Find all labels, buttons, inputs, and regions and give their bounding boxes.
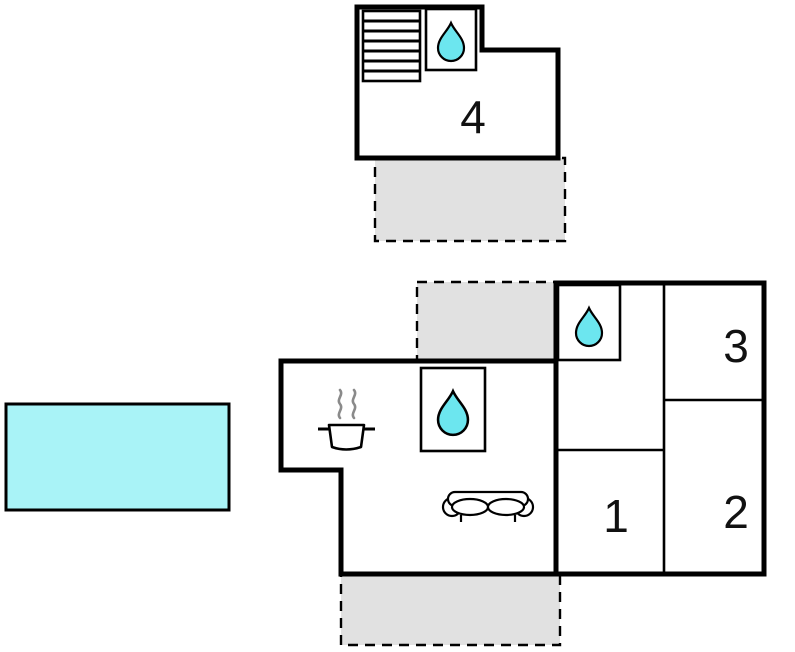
room-4-label: 4 bbox=[460, 91, 486, 143]
swimming-pool bbox=[4, 402, 231, 512]
terrace-middle bbox=[415, 280, 559, 364]
terrace-bottom bbox=[339, 571, 562, 647]
room-2-label: 2 bbox=[723, 486, 749, 538]
terrace-top bbox=[373, 156, 567, 243]
building-left-wing-outline bbox=[278, 358, 559, 577]
bathroom-right-wing bbox=[556, 283, 622, 362]
room-3-label: 3 bbox=[723, 320, 749, 372]
bathroom-top bbox=[424, 7, 478, 72]
bathroom-left-wing bbox=[419, 366, 487, 453]
cooking-pot-icon bbox=[318, 388, 375, 451]
stairs-icon bbox=[361, 9, 422, 83]
room-1-label: 1 bbox=[603, 490, 629, 542]
sofa-icon bbox=[441, 490, 535, 522]
interior-walls bbox=[558, 285, 762, 572]
